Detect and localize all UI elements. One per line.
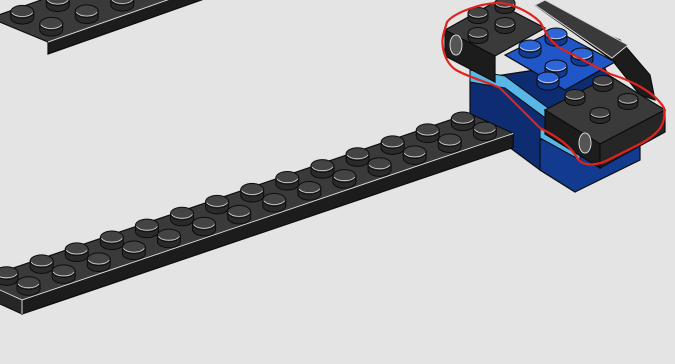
long-plate-stud [65, 243, 88, 262]
long-black-plate [0, 112, 513, 314]
long-plate-stud [451, 112, 474, 131]
upper-left-black-plate [0, 0, 332, 54]
technic-stud [593, 76, 613, 92]
long-plate-stud [241, 183, 264, 202]
long-plate-stud [438, 134, 461, 153]
long-plate-stud [298, 182, 321, 201]
technic-hole-right [579, 133, 591, 153]
long-plate-stud [52, 265, 75, 284]
long-plate-stud [416, 124, 439, 143]
long-plate-stud [368, 158, 391, 177]
upper-plate-stud [40, 17, 63, 36]
upper-plate-stud [111, 0, 134, 11]
long-plate-stud [122, 241, 145, 260]
long-plate-stud [157, 229, 180, 248]
long-plate-stud [30, 255, 53, 274]
long-plate-stud [333, 170, 356, 189]
long-plate-stud [381, 136, 404, 155]
long-plate-top-face [0, 113, 513, 300]
long-plate-stud [276, 172, 299, 191]
long-plate-stud [0, 267, 18, 286]
long-plate-stud [100, 231, 123, 250]
long-plate-stud [135, 219, 158, 238]
technic-stud [468, 28, 488, 44]
long-plate-stud [403, 146, 426, 165]
technic-stud [468, 8, 488, 24]
technic-hole-left [450, 35, 462, 55]
technic-stud [565, 90, 585, 106]
long-plate-stud [311, 160, 334, 179]
technic-stud [495, 18, 515, 34]
technic-stud [618, 94, 638, 110]
technic-stud [590, 108, 610, 124]
long-plate-stud [263, 193, 286, 212]
long-plate-stud [206, 195, 229, 214]
blue-stud [537, 72, 559, 90]
long-plate-stud [473, 122, 496, 141]
long-plate-stud [87, 253, 110, 272]
upper-plate-stud [11, 5, 34, 24]
long-plate-stud [346, 148, 369, 167]
long-plate-stud [228, 205, 251, 224]
upper-plate-stud [75, 5, 98, 24]
long-plate-stud [17, 277, 40, 296]
blue-stud [519, 40, 541, 58]
upper-plate-stud [46, 0, 69, 12]
long-plate-stud [193, 217, 216, 236]
long-plate-stud [171, 207, 194, 226]
long-plate-front-face [22, 133, 513, 314]
